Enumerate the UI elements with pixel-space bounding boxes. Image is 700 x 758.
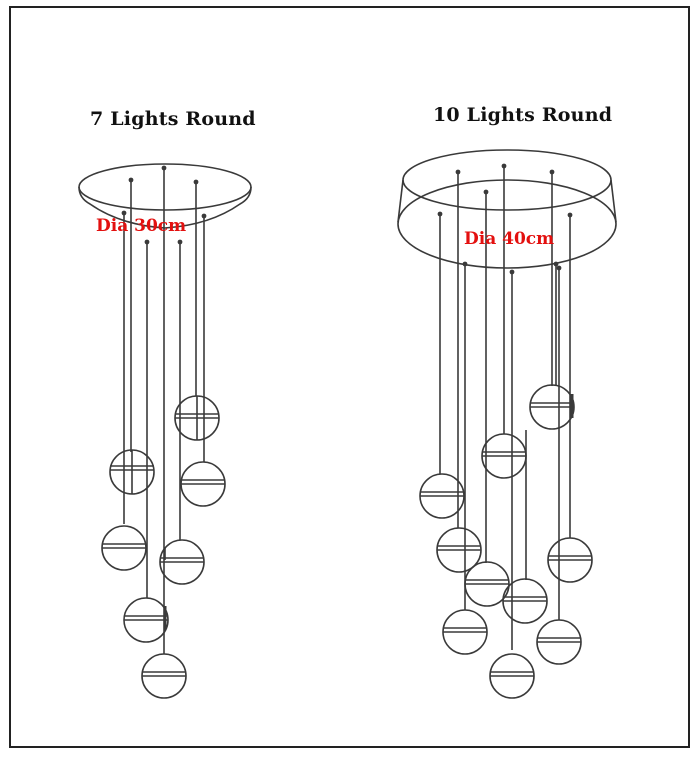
image-frame [9, 6, 690, 748]
globe [180, 461, 226, 507]
globe [529, 384, 575, 430]
pendant-set-10 [419, 163, 593, 699]
globe [442, 609, 488, 655]
globe [159, 539, 205, 585]
globe [536, 619, 582, 665]
canopy-10-lights [397, 149, 617, 269]
globe [141, 653, 187, 699]
globe [419, 473, 465, 519]
pendant-set-7 [101, 165, 226, 699]
globe [101, 525, 147, 571]
globe [489, 653, 535, 699]
globe [481, 433, 527, 479]
globe [109, 449, 155, 495]
globe [436, 527, 482, 573]
canopy-diameter-label-7-lights: Dia 30cm [96, 216, 187, 236]
canopy-diameter-label-10-lights: Dia 40cm [464, 229, 555, 249]
globe [547, 537, 593, 583]
globe [174, 395, 220, 441]
product-title-10-lights: 10 Lights Round [433, 104, 613, 126]
globe [464, 561, 510, 607]
globe [502, 578, 548, 624]
globe [123, 597, 169, 643]
product-title-7-lights: 7 Lights Round [90, 108, 256, 130]
canopy-7-lights [78, 163, 252, 229]
